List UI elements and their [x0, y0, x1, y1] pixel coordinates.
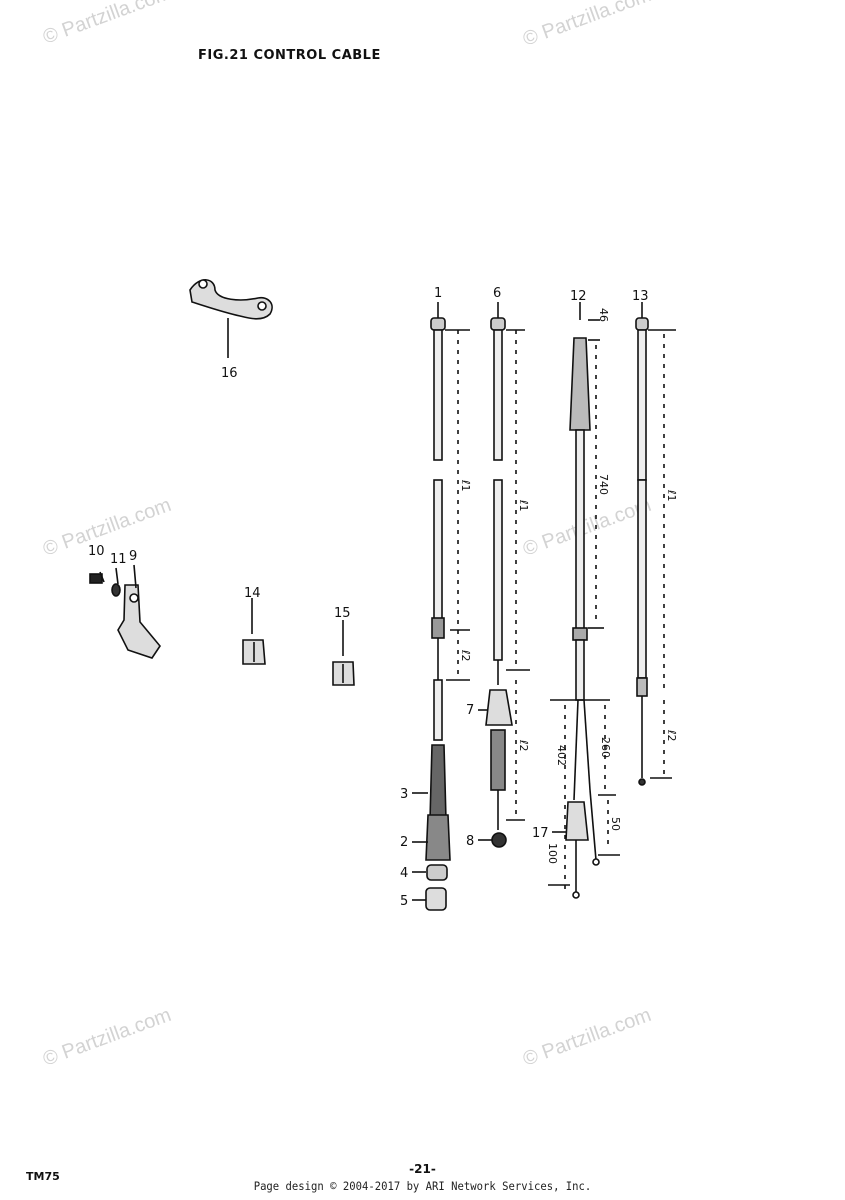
callout-5: 5 — [400, 894, 408, 909]
callout-9: 9 — [129, 549, 137, 564]
dim-402: 402 — [555, 745, 568, 766]
dim-l1-cable13: ℓ1 — [665, 489, 678, 502]
callout-10: 10 — [88, 544, 105, 559]
cable-6 — [478, 302, 530, 848]
cable-12 — [548, 302, 620, 899]
dim-l2-cable1: ℓ2 — [459, 649, 472, 662]
callout-17: 17 — [532, 826, 549, 841]
dim-l1-cable1: ℓ1 — [459, 479, 472, 492]
callout-15: 15 — [334, 606, 351, 621]
dim-740: 740 — [597, 474, 610, 495]
callout-6: 6 — [493, 286, 501, 301]
dim-l1-cable6: ℓ1 — [517, 499, 530, 512]
footer-model-code: TM75 — [26, 1170, 60, 1183]
footer-page-number: -21- — [409, 1162, 436, 1176]
dim-46: 46 — [597, 308, 610, 322]
dim-260: 260 — [599, 737, 612, 758]
callout-2: 2 — [400, 835, 408, 850]
part-16-bracket — [189, 279, 273, 358]
dim-l2-cable13: ℓ2 — [665, 729, 678, 742]
callout-7: 7 — [466, 703, 474, 718]
dim-l2-cable6: ℓ2 — [517, 739, 530, 752]
callout-1: 1 — [434, 286, 442, 301]
callout-12: 12 — [570, 289, 587, 304]
part-14-clip — [242, 598, 266, 665]
part-9-bracket — [89, 564, 161, 659]
dim-50: 50 — [609, 817, 622, 831]
callout-13: 13 — [632, 289, 649, 304]
cable-13 — [635, 302, 676, 786]
cable-1 — [412, 302, 470, 911]
callout-14: 14 — [244, 586, 261, 601]
dim-100: 100 — [546, 843, 559, 864]
callout-4: 4 — [400, 866, 408, 881]
callout-8: 8 — [466, 834, 474, 849]
part-15-clip — [332, 620, 355, 686]
figure-title: FIG.21 CONTROL CABLE — [198, 48, 381, 63]
footer-copyright: Page design © 2004-2017 by ARI Network S… — [253, 1179, 592, 1193]
callout-16: 16 — [221, 366, 238, 381]
callout-3: 3 — [400, 787, 408, 802]
callout-11: 11 — [110, 552, 127, 567]
